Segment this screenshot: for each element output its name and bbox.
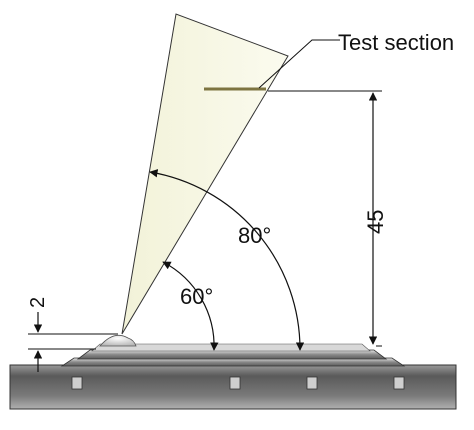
angle-label-60: 60° <box>180 284 213 309</box>
small-dimension: 2 <box>27 297 118 372</box>
plate-slot <box>71 376 83 390</box>
height-dimension: 45 <box>268 90 388 347</box>
height-label: 45 <box>363 210 388 234</box>
base-plate <box>9 364 457 410</box>
angle-arc-60 <box>162 261 219 351</box>
deposit-dome <box>99 334 137 347</box>
angle-arc-80 <box>149 169 305 351</box>
angle-label-80: 80° <box>238 223 271 248</box>
test-section-leader <box>258 39 340 89</box>
test-section-label: Test section <box>338 30 454 55</box>
substrate-layers <box>60 343 406 367</box>
plate-slot <box>229 376 241 390</box>
plate-slot <box>306 376 318 390</box>
plate-slot <box>393 376 405 390</box>
small-dim-label: 2 <box>27 297 49 308</box>
